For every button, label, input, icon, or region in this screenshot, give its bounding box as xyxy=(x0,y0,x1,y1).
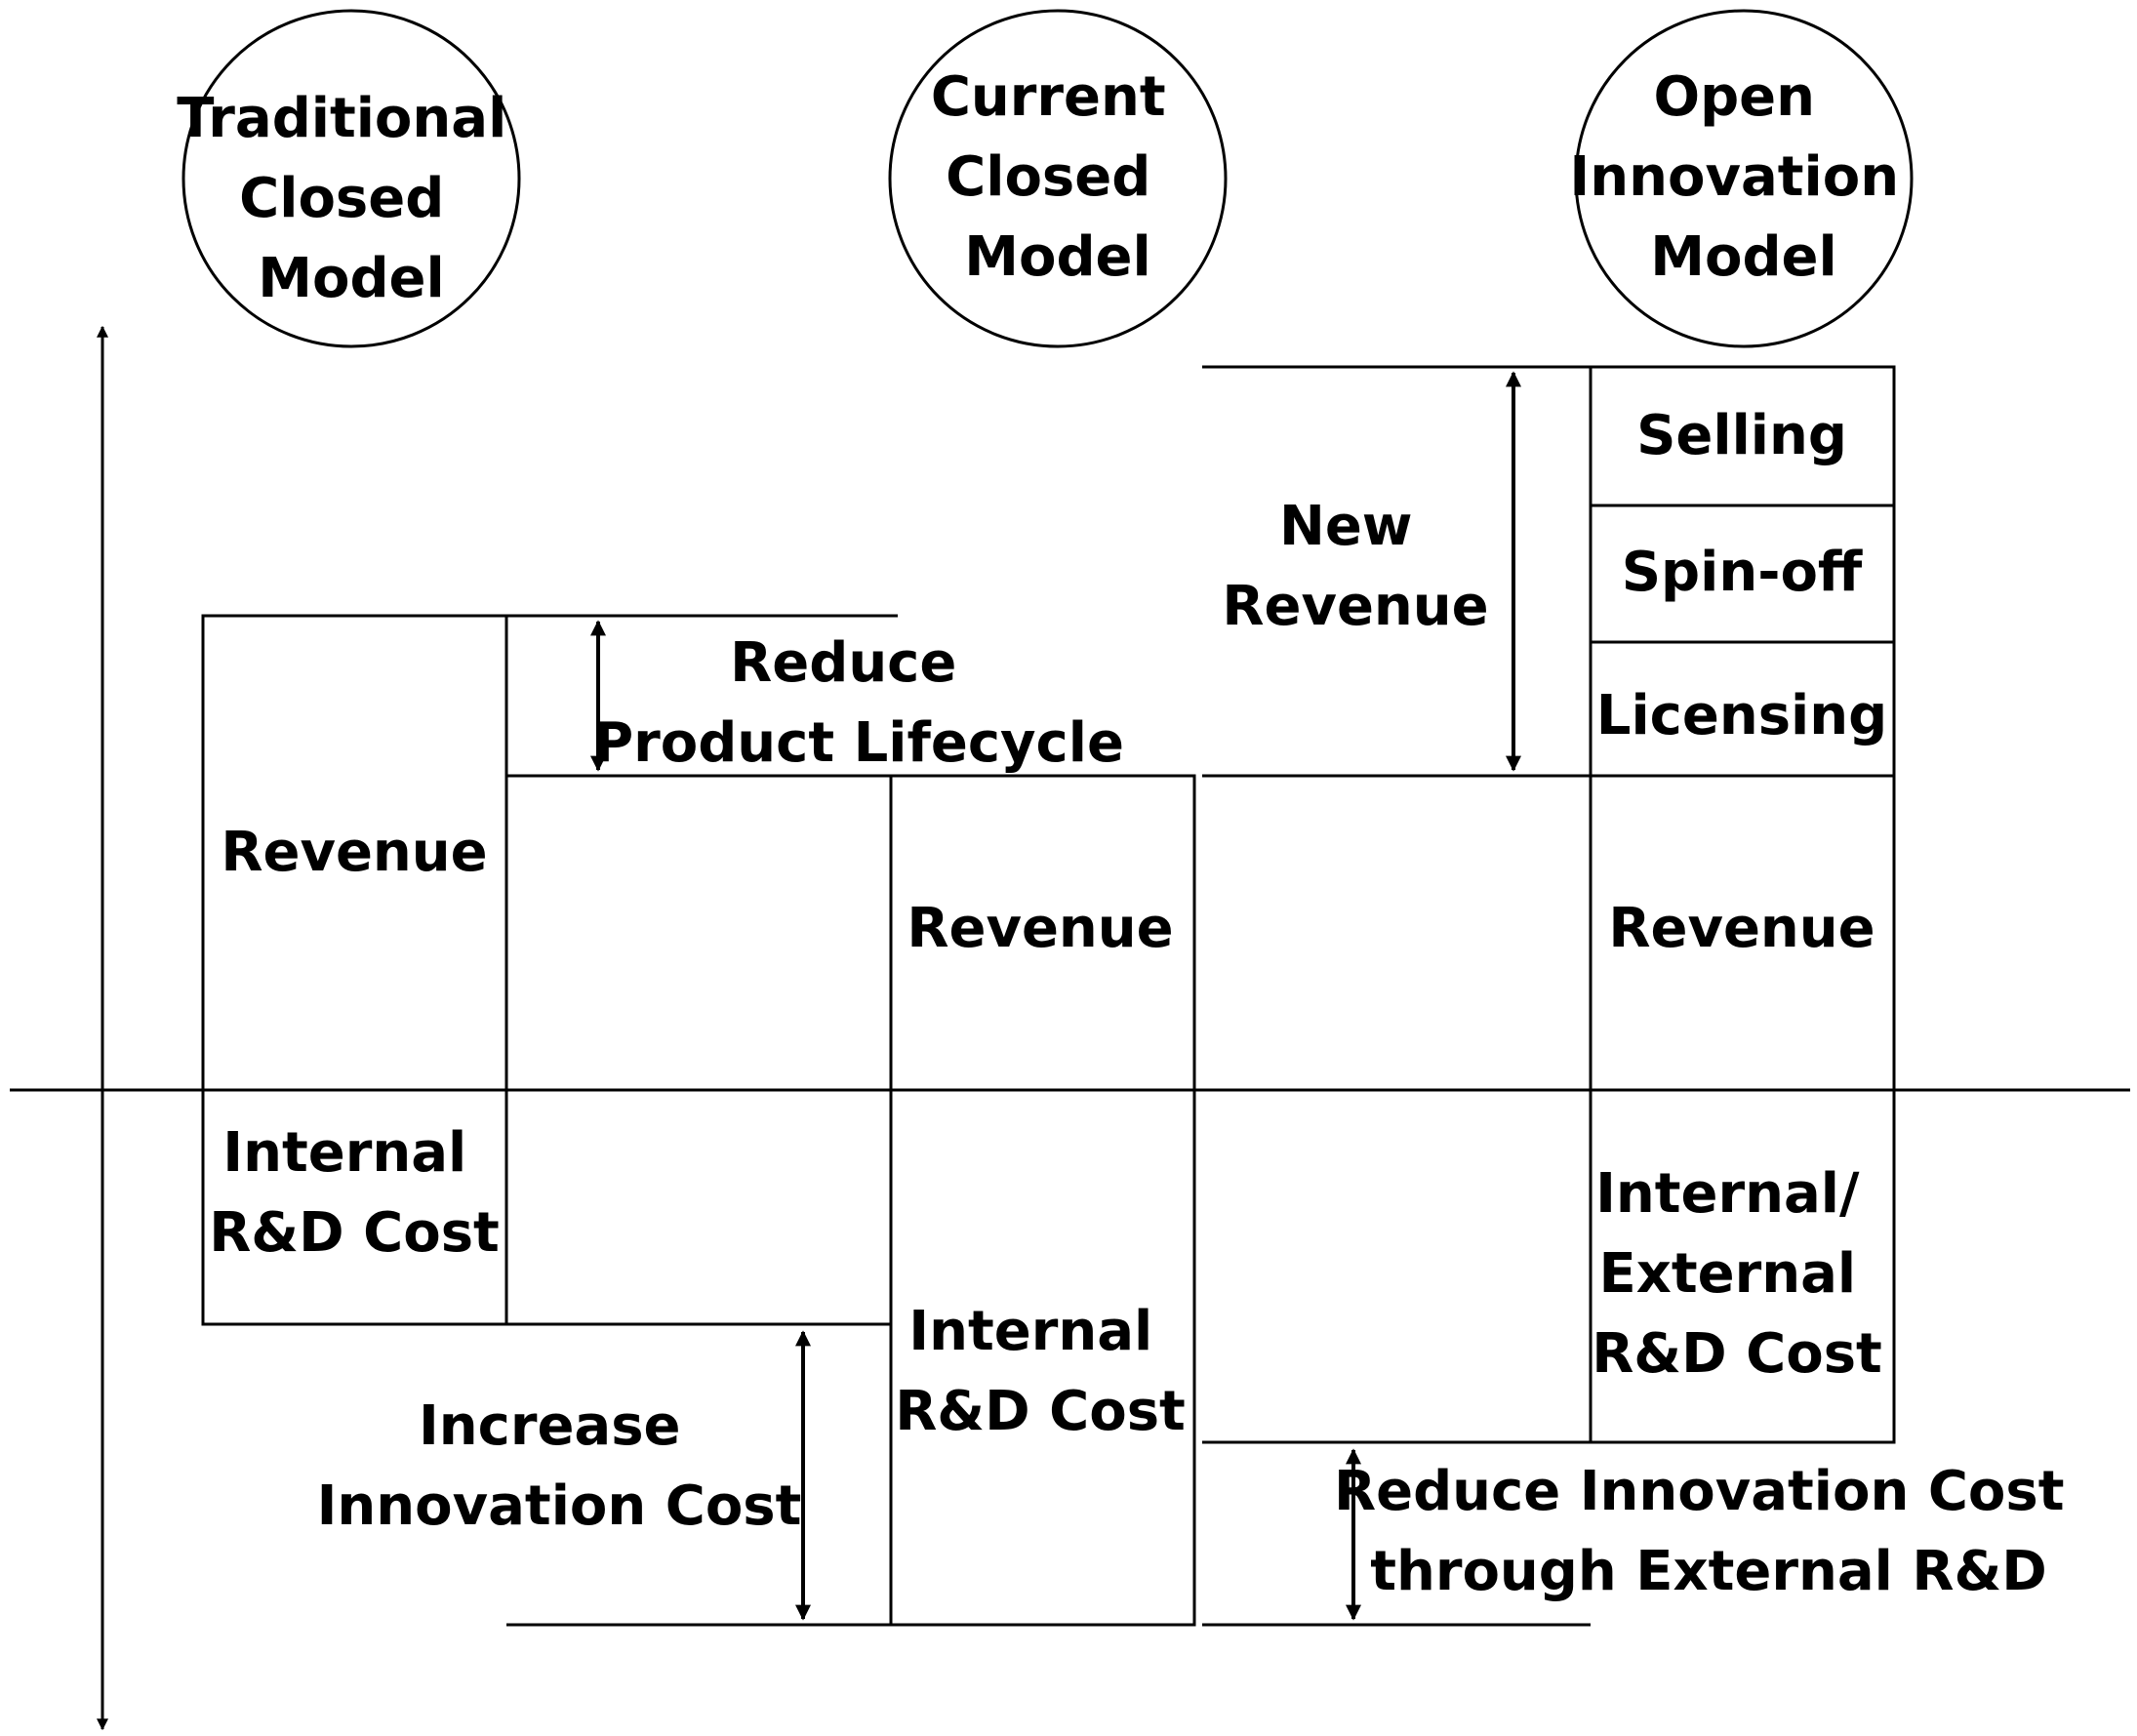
current-model-label: Current Closed Model xyxy=(931,65,1185,289)
selling-label: Selling xyxy=(1636,404,1847,467)
open-model-label: Open Innovation Model xyxy=(1569,65,1917,289)
increase-cost-label: Increase Innovation Cost xyxy=(317,1394,802,1538)
current-closed-model-node: Current Closed Model xyxy=(888,9,1228,348)
licensing-label: Licensing xyxy=(1596,684,1887,747)
open-cost-box xyxy=(1589,1088,1896,1444)
current-cost-label: Internal R&D Cost xyxy=(895,1300,1186,1443)
traditional-model-label: Traditional Closed Model xyxy=(177,87,526,310)
new-revenue-label: New Revenue xyxy=(1222,495,1488,638)
current-cost-box xyxy=(889,1088,1196,1627)
spinoff-label: Spin-off xyxy=(1622,541,1863,604)
reduce-cost-label: Reduce Innovation Cost through External … xyxy=(1334,1460,2083,1603)
open-cost-label: Internal/ External R&D Cost xyxy=(1592,1162,1882,1386)
reduce-lifecycle-label: Reduce Product Lifecycle xyxy=(593,631,1124,775)
open-innovation-model-node: Open Innovation Model xyxy=(1569,9,1917,348)
open-revenue-label: Revenue xyxy=(1608,897,1875,960)
traditional-closed-model-node: Traditional Closed Model xyxy=(177,9,526,348)
traditional-cost-label: Internal R&D Cost xyxy=(209,1121,500,1265)
traditional-revenue-label: Revenue xyxy=(221,821,487,884)
current-revenue-label: Revenue xyxy=(907,897,1173,960)
traditional-cost-box xyxy=(201,1088,508,1326)
